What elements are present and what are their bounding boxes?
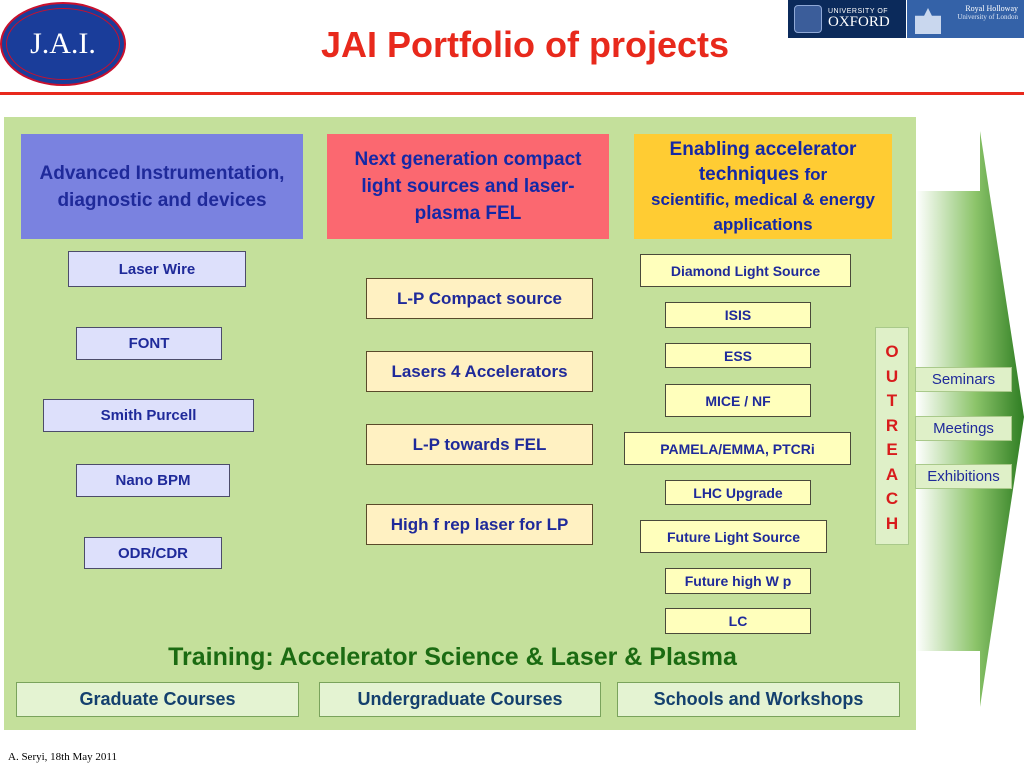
outreach-letter: A — [885, 464, 899, 484]
royal-holloway-logo: Royal Holloway University of London — [907, 0, 1024, 38]
outreach-label: O U T R E A C H — [875, 327, 909, 545]
course-undergraduate: Undergraduate Courses — [319, 682, 601, 717]
oxford-logo-name: OXFORD — [828, 14, 890, 30]
title-divider — [0, 92, 1024, 95]
header-main-text: Enabling accelerator techniques — [669, 138, 857, 185]
rhul-logo-line2: University of London — [957, 13, 1018, 21]
oxford-logo-small-text: UNIVERSITY OF — [828, 8, 889, 15]
outreach-letter: C — [885, 489, 899, 508]
project-lc: LC — [665, 608, 811, 634]
header-for-text: for — [804, 164, 828, 184]
training-title: Training: Accelerator Science & Laser & … — [168, 643, 737, 671]
column-header-instrumentation: Advanced Instrumentation, diagnostic and… — [21, 134, 303, 239]
building-icon — [915, 8, 941, 34]
column-header-enabling-techniques: Enabling accelerator techniques for scie… — [634, 134, 892, 239]
project-pamela-emma-ptcri: PAMELA/EMMA, PTCRi — [624, 432, 851, 465]
project-lhc-upgrade: LHC Upgrade — [665, 480, 811, 505]
outreach-letter: U — [885, 366, 899, 386]
project-diamond-light-source: Diamond Light Source — [640, 254, 851, 287]
project-lp-towards-fel: L-P towards FEL — [366, 424, 593, 465]
outreach-letter: R — [885, 415, 899, 435]
outreach-seminars: Seminars — [915, 367, 1012, 392]
outreach-letter: O — [885, 342, 899, 361]
outreach-exhibitions: Exhibitions — [915, 464, 1012, 489]
oxford-crest-icon — [794, 5, 822, 33]
outreach-letter: E — [886, 440, 898, 459]
project-lasers-4-accelerators: Lasers 4 Accelerators — [366, 351, 593, 392]
project-smith-purcell: Smith Purcell — [43, 399, 254, 432]
jai-logo: J.A.I. — [0, 2, 126, 86]
project-font: FONT — [76, 327, 222, 360]
project-future-light-source: Future Light Source — [640, 520, 827, 553]
course-schools-workshops: Schools and Workshops — [617, 682, 900, 717]
jai-logo-text: J.A.I. — [6, 8, 120, 80]
project-laser-wire: Laser Wire — [68, 251, 246, 287]
project-isis: ISIS — [665, 302, 811, 328]
oxford-logo: UNIVERSITY OF OXFORD — [788, 0, 906, 38]
project-high-f-rep-laser: High f rep laser for LP — [366, 504, 593, 545]
rhul-logo-line1: Royal Holloway — [965, 4, 1018, 13]
outreach-letter: T — [886, 391, 898, 410]
project-nano-bpm: Nano BPM — [76, 464, 230, 497]
course-graduate: Graduate Courses — [16, 682, 299, 717]
footer-credit: A. Seryi, 18th May 2011 — [8, 751, 117, 763]
outreach-meetings: Meetings — [915, 416, 1012, 441]
page-title: JAI Portfolio of projects — [320, 24, 730, 65]
outreach-letter: H — [885, 513, 899, 533]
project-mice-nf: MICE / NF — [665, 384, 811, 417]
project-future-high-w-p: Future high W p — [665, 568, 811, 594]
project-ess: ESS — [665, 343, 811, 368]
project-odr-cdr: ODR/CDR — [84, 537, 222, 569]
header-applications-text: scientific, medical & energy application… — [651, 189, 875, 234]
column-header-light-sources: Next generation compact light sources an… — [327, 134, 609, 239]
project-lp-compact-source: L-P Compact source — [366, 278, 593, 319]
